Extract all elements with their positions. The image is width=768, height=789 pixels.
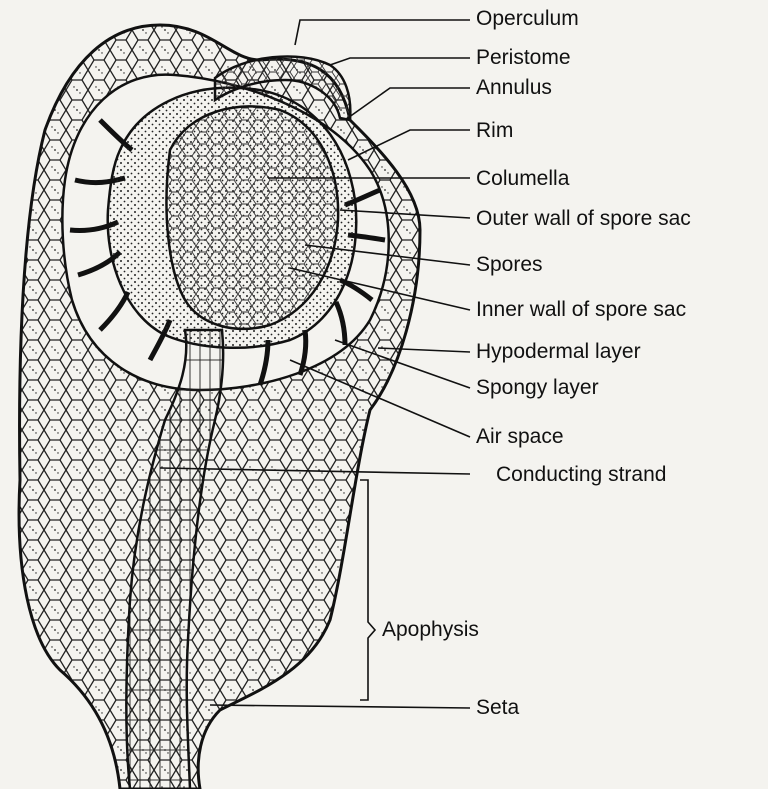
- label-annulus: Annulus: [476, 76, 552, 100]
- label-spores: Spores: [476, 253, 543, 277]
- label-outer-wall: Outer wall of spore sac: [476, 207, 691, 231]
- label-hypodermal: Hypodermal layer: [476, 340, 641, 364]
- label-rim: Rim: [476, 119, 513, 143]
- columella-region: [166, 106, 338, 328]
- label-seta: Seta: [476, 696, 519, 720]
- label-spongy: Spongy layer: [476, 376, 599, 400]
- label-peristome: Peristome: [476, 46, 571, 70]
- label-operculum: Operculum: [476, 7, 579, 31]
- label-columella: Columella: [476, 167, 569, 191]
- label-apophysis: Apophysis: [382, 618, 479, 642]
- label-air-space: Air space: [476, 425, 564, 449]
- label-conducting-strand: Conducting strand: [496, 463, 666, 487]
- label-inner-wall: Inner wall of spore sac: [476, 298, 686, 322]
